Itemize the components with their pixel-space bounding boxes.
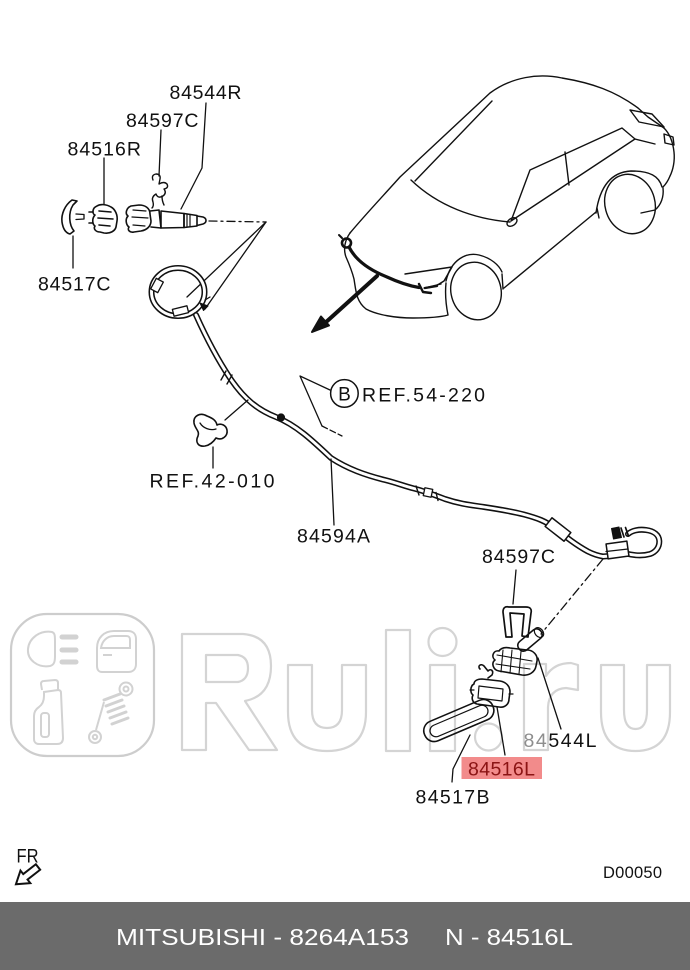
- svg-text:84544R: 84544R: [170, 82, 242, 104]
- svg-text:N - 84516L: N - 84516L: [445, 924, 573, 950]
- svg-text:84516R: 84516R: [68, 139, 142, 161]
- svg-text:84517B: 84517B: [416, 787, 490, 809]
- svg-text:REF.42-010: REF.42-010: [150, 471, 275, 493]
- svg-text:84597C: 84597C: [126, 110, 199, 132]
- svg-text:D00050: D00050: [603, 864, 662, 882]
- svg-text:84517C: 84517C: [38, 274, 111, 296]
- svg-text:84597C: 84597C: [482, 546, 555, 568]
- svg-text:84594A: 84594A: [297, 526, 370, 548]
- svg-text:84516L: 84516L: [468, 759, 535, 781]
- svg-text:84544L: 84544L: [524, 730, 597, 752]
- svg-text:MITSUBISHI - 8264A153: MITSUBISHI - 8264A153: [116, 924, 409, 950]
- svg-text:FR: FR: [17, 846, 39, 868]
- svg-text:REF.54-220: REF.54-220: [362, 385, 485, 407]
- svg-text:B: B: [338, 385, 351, 406]
